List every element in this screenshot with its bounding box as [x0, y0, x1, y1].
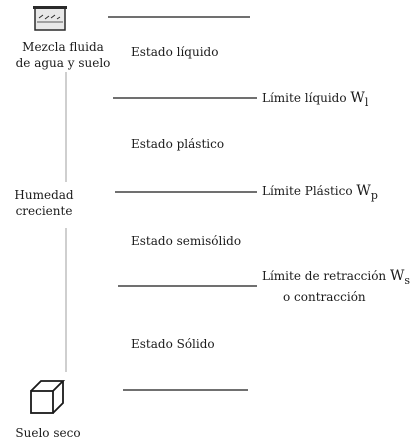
beaker-with-fluid-icon: [33, 6, 67, 31]
mixture-label-line1: Mezcla fluida: [22, 40, 104, 54]
humidity-label-line2: creciente: [15, 204, 73, 218]
dry-soil-label: Suelo seco: [15, 426, 81, 440]
plastic-state-label: Estado plástico: [131, 137, 225, 151]
mixture-label-line2: de agua y suelo: [15, 56, 111, 70]
shrinkage-limit-text: Límite de retracción: [262, 269, 387, 283]
plastic-limit-subscript: p: [370, 189, 378, 202]
plastic-limit-text: Límite Plástico: [262, 184, 353, 198]
semisolid-state-label: Estado semisólido: [131, 234, 242, 248]
humidity-label-line1: Humedad: [14, 188, 74, 202]
shrinkage-limit-symbol: W: [389, 268, 405, 284]
cube-icon: [30, 380, 66, 414]
liquid-limit-symbol: W: [350, 90, 365, 106]
liquid-limit-text: Límite líquido: [262, 91, 347, 105]
liquid-limit-label: Límite líquido Wl: [262, 90, 369, 109]
shrinkage-limit-label: Límite de retracción Ws: [262, 268, 411, 287]
plastic-limit-symbol: W: [356, 183, 371, 199]
liquid-limit-subscript: l: [364, 96, 369, 109]
liquid-state-label: Estado líquido: [131, 45, 219, 59]
shrinkage-limit-subscript: s: [404, 274, 411, 287]
plastic-limit-label: Límite Plástico Wp: [262, 183, 378, 202]
shrinkage-limit-label-line2: o contracción: [283, 290, 366, 304]
solid-state-label: Estado Sólido: [131, 337, 215, 351]
